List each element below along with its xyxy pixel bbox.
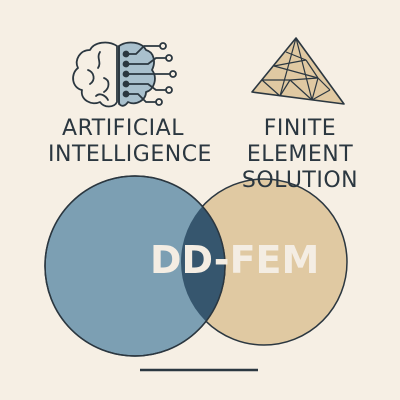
right-label-line: FINITE: [263, 116, 337, 141]
finite-element-solution-label: FINITE ELEMENT SOLUTION: [225, 116, 375, 194]
left-label-line: INTELLIGENCE: [48, 142, 212, 167]
brain-circuit-icon: [72, 41, 177, 108]
intersection-label: DD-FEM: [150, 238, 320, 282]
artificial-intelligence-label: ARTIFICIAL INTELLIGENCE: [48, 116, 212, 168]
right-label-line: ELEMENT: [246, 142, 354, 167]
right-label-line: SOLUTION: [241, 168, 359, 193]
triangular-mesh-icon: [251, 37, 345, 105]
left-label-line: ARTIFICIAL: [62, 116, 184, 141]
